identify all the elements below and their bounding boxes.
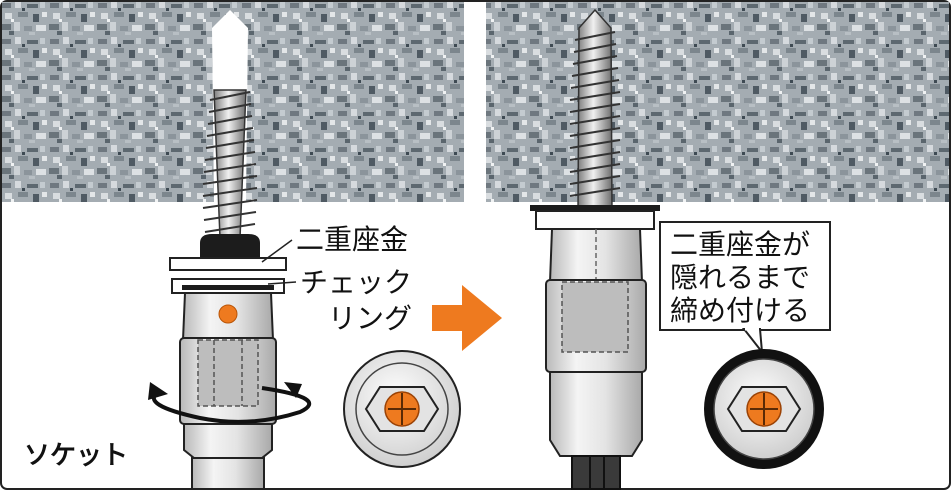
top-view-after [704, 349, 824, 469]
check-ring-right [530, 205, 660, 211]
callout-line-1: 二重座金が [670, 228, 810, 261]
label-socket: ソケット [24, 441, 128, 471]
screw-threads-left [202, 91, 258, 233]
left-assembly [148, 10, 312, 490]
leader-washer [261, 239, 293, 263]
leader-check-ring [267, 281, 297, 285]
callout-line-3: 締め付ける [670, 294, 810, 327]
label-check-ring-2: リング [328, 302, 412, 335]
screw-threads-right [569, 31, 621, 197]
rotation-arrow-icon [151, 386, 312, 424]
check-indicator-dot [218, 304, 238, 324]
label-double-washer: 二重座金 [296, 223, 408, 256]
instruction-callout: 二重座金が 隠れるまで 締め付ける [659, 221, 831, 356]
concrete-right [486, 2, 949, 202]
washer-plate-left [169, 257, 287, 271]
socket-collar-left [183, 423, 273, 459]
washer-plate-right [535, 210, 655, 230]
screw-shaft-right [577, 8, 613, 213]
socket-shaft-left [191, 457, 265, 490]
right-assembly [530, 8, 660, 490]
next-step-arrow-icon [432, 285, 502, 351]
socket-hex-cavity-right [561, 281, 629, 353]
callout-line-2: 隠れるまで [670, 261, 810, 294]
socket-collar-right [549, 371, 643, 457]
label-check-ring-1: チェック [300, 266, 412, 299]
washer-rubber-left [200, 234, 260, 258]
socket-hex-cavity-left [197, 339, 259, 407]
check-ring-left [182, 285, 274, 290]
drive-shaft-right [571, 455, 621, 490]
top-view-before [343, 350, 461, 468]
